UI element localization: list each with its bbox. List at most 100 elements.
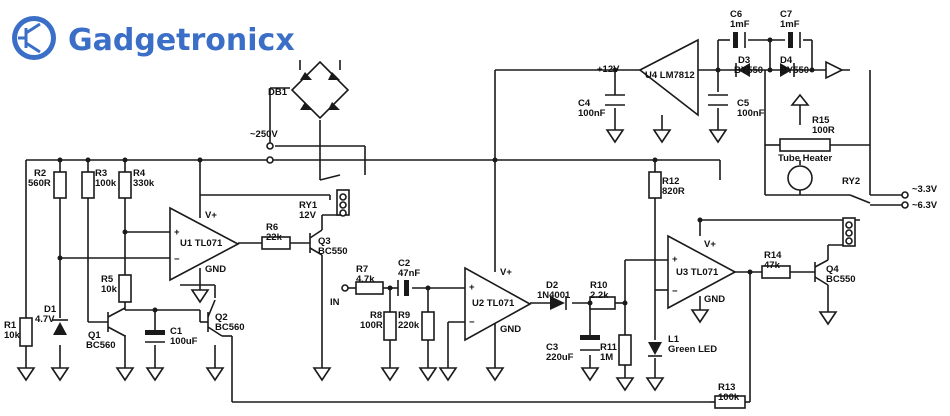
resistors — [19, 138, 831, 409]
label-c3-value: 220uF — [546, 352, 574, 363]
tube-heater-icon — [787, 165, 813, 191]
label-u1-plus: + — [174, 227, 180, 238]
label-r9-value: 220k — [398, 320, 420, 331]
transistor-q2 — [207, 299, 223, 337]
resistor-r13 — [714, 395, 746, 409]
brand-name: Gadgetronicx — [68, 23, 295, 58]
ground-icon — [615, 377, 635, 392]
diode-d3-icon — [738, 63, 750, 77]
ground-icon — [645, 377, 665, 392]
label-r15: R15 — [812, 115, 830, 126]
label-u3-minus: − — [672, 286, 678, 297]
ground-icon — [485, 367, 505, 382]
label-c3: C3 — [546, 342, 558, 353]
label-r9: R9 — [398, 310, 410, 321]
label-d3: D3 — [738, 55, 750, 66]
label-q4-value: BC550 — [826, 274, 856, 285]
ground-icon — [605, 129, 625, 144]
label-r2: R2 — [34, 168, 46, 179]
resistor-r11 — [618, 334, 632, 366]
resistor-r1 — [19, 317, 33, 347]
label-ry1-v: 12V — [299, 210, 317, 221]
relay-ry2 — [842, 194, 871, 247]
ground-icon — [580, 367, 600, 382]
label-u2-plus: + — [469, 282, 475, 293]
label-c4-value: 100nF — [578, 108, 606, 119]
resistor-r5 — [118, 274, 132, 303]
label-d2-value: 1N4001 — [537, 290, 571, 301]
label-r7: R7 — [356, 264, 368, 275]
capacitor-c3 — [580, 335, 600, 340]
ground-icon — [205, 367, 225, 382]
transistor-q3 — [309, 229, 323, 256]
ground-symbols — [16, 129, 838, 392]
label-u2-minus: − — [469, 317, 475, 328]
label-r3: R3 — [95, 168, 107, 179]
label-u1: U1 TL071 — [180, 238, 223, 249]
label-c7-value: 1mF — [780, 19, 800, 30]
diodes — [52, 63, 795, 357]
resistor-r2 — [53, 171, 67, 199]
label-heater: Tube Heater — [778, 153, 833, 164]
label-c2: C2 — [398, 258, 410, 269]
label-db1: DB1 — [268, 87, 288, 98]
label-r6: R6 — [266, 222, 278, 233]
bridge-rectifier-db1 — [290, 60, 350, 120]
label-u3-vplus: V+ — [704, 239, 716, 250]
zener-d1-icon — [53, 322, 67, 335]
label-ry1: RY1 — [299, 200, 318, 211]
label-c7: C7 — [780, 9, 792, 20]
label-d2: D2 — [546, 280, 558, 291]
resistor-r15 — [779, 138, 831, 152]
label-r4-value: 330k — [133, 178, 155, 189]
label-u3-gnd: GND — [704, 294, 725, 305]
transistors — [107, 229, 829, 337]
label-u2-vplus: V+ — [500, 267, 512, 278]
label-c6-value: 1mF — [730, 19, 750, 30]
label-out-63: ~6.3V — [912, 200, 938, 211]
label-c5-value: 100nF — [737, 108, 765, 119]
label-l1: L1 — [668, 334, 680, 345]
opamp-u2 — [464, 266, 532, 342]
opamp-u1 — [169, 206, 240, 282]
label-r10: R10 — [590, 280, 607, 291]
label-d3-value: BY550 — [734, 65, 763, 76]
label-d1-value: 4.7V — [35, 314, 55, 325]
ground-icon — [380, 367, 400, 382]
label-u1-minus: − — [174, 254, 180, 265]
resistor-r4 — [118, 171, 132, 199]
label-r15-value: 100R — [812, 125, 835, 136]
ground-icon — [50, 367, 70, 382]
relay-ry1 — [336, 189, 350, 217]
ground-icon — [708, 129, 728, 144]
ground-icon — [190, 289, 210, 304]
resistor-r7 — [355, 281, 384, 295]
transistor-q1 — [107, 307, 126, 337]
label-d1: D1 — [44, 304, 57, 315]
label-q3: Q3 — [318, 236, 331, 247]
led-l1-icon — [648, 342, 662, 355]
label-c2-value: 47nF — [398, 268, 420, 279]
ground-icon — [652, 129, 672, 144]
label-r10-value: 2.2k — [590, 290, 609, 301]
ground-icon — [818, 311, 838, 326]
resistor-r9 — [421, 311, 435, 341]
label-c4: C4 — [578, 98, 591, 109]
resistor-r14 — [761, 265, 791, 279]
capacitors — [145, 32, 801, 351]
label-r12-value: 820R — [662, 186, 685, 197]
label-r1: R1 — [4, 320, 17, 331]
label-ac-in: ~250V — [250, 129, 278, 140]
label-r1-value: 10k — [4, 330, 21, 341]
label-r5-value: 10k — [101, 284, 118, 295]
diode-d4-icon — [780, 63, 792, 77]
label-r11-value: 1M — [600, 352, 613, 363]
label-rail12: +12V — [597, 64, 620, 75]
resistor-r8 — [383, 311, 397, 341]
label-c1: C1 — [170, 326, 183, 337]
label-q4: Q4 — [826, 264, 839, 275]
label-q2-value: BC560 — [215, 322, 245, 333]
capacitor-c1 — [145, 330, 165, 335]
junctions — [57, 37, 815, 313]
